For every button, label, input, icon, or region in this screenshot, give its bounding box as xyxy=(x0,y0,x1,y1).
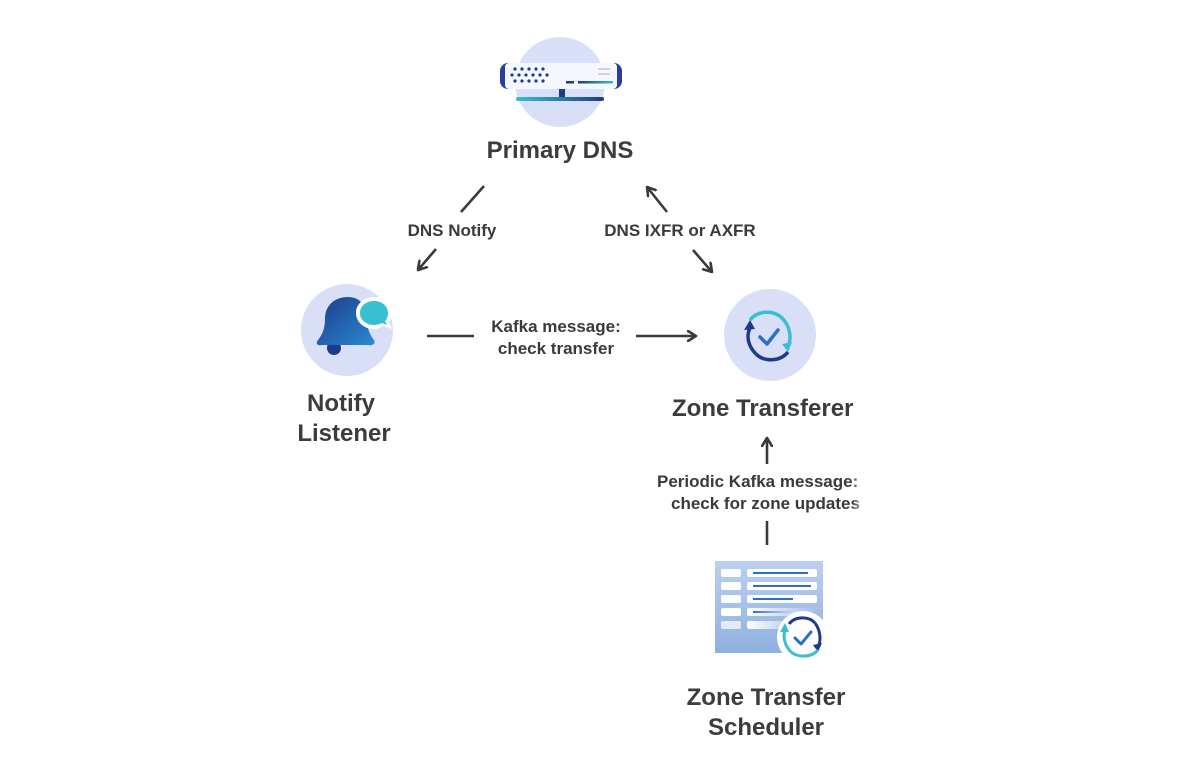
scheduler-label-line1: Zone Transfer xyxy=(686,684,846,711)
edge-label-periodic-line1: Periodic Kafka message: xyxy=(657,472,859,491)
bell-chat-icon xyxy=(316,297,392,355)
dns-notify-arrow xyxy=(418,248,437,270)
notify-listener-label-line2: Listener xyxy=(297,420,391,447)
edge-label-kafka-line1: Kafka message: xyxy=(491,317,621,336)
ixfr-arrow-up xyxy=(647,187,669,213)
notify-listener-label-line1: Notify xyxy=(307,390,375,417)
dns-notify-line-top xyxy=(460,185,485,213)
zone-transferer-label: Zone Transferer xyxy=(672,395,854,422)
edge-label-kafka-line2: check transfer xyxy=(497,339,615,358)
sync-check-icon xyxy=(744,310,792,362)
connectors xyxy=(0,185,866,545)
schedule-table-sync-icon xyxy=(715,561,829,661)
edge-label-periodic-line2: check for zone updates xyxy=(671,494,860,513)
scheduler-label-line2: Scheduler xyxy=(707,714,825,741)
primary-dns-label: Primary DNS xyxy=(486,137,634,164)
edge-label-ixfr-axfr: DNS IXFR or AXFR xyxy=(604,221,756,240)
zone-transferer-circle xyxy=(724,289,816,381)
ixfr-arrow-down xyxy=(692,249,712,272)
edge-label-dns-notify: DNS Notify xyxy=(407,221,497,240)
clip-fade xyxy=(852,380,866,520)
diagram-canvas: Primary DNS Notify Listener Zone Trans xyxy=(0,37,866,741)
server-icon xyxy=(500,63,622,101)
